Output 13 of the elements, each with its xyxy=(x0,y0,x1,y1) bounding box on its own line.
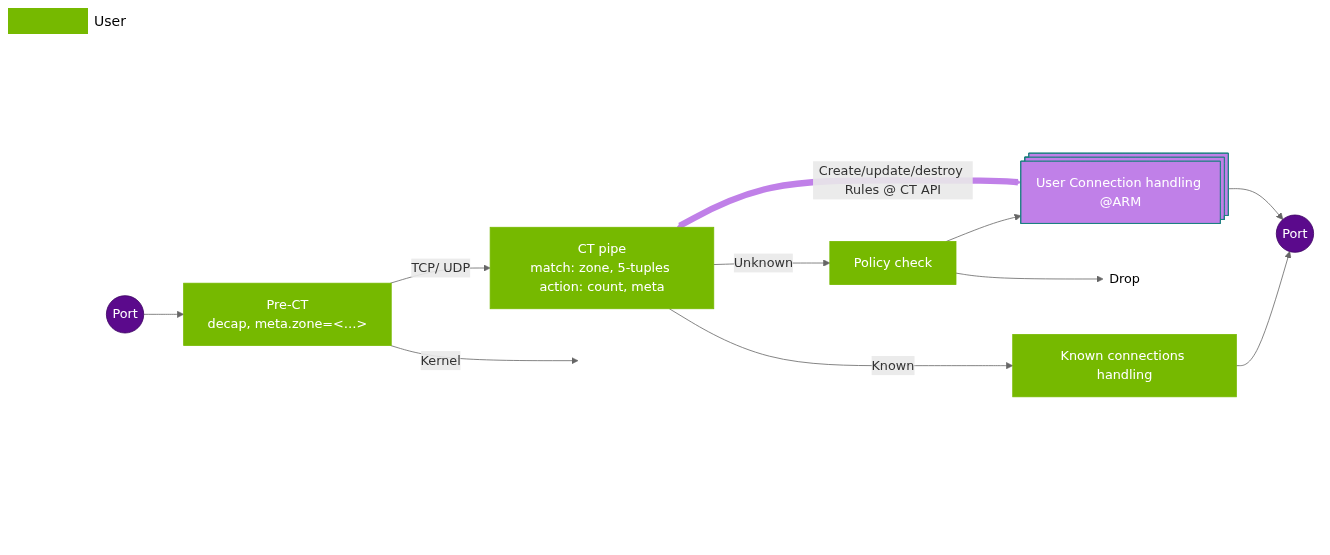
edge-label: TCP/ UDP xyxy=(411,260,471,276)
node-box: CT pipe match: zone, 5-tuples action: count, meta xyxy=(489,226,715,310)
node-circle: Port xyxy=(106,295,145,334)
edge-label: Unknown xyxy=(733,255,794,271)
node-box: Pre-CT decap, meta.zone=<…> xyxy=(183,282,392,346)
node-circle: Port xyxy=(1275,214,1314,253)
legend-text: User xyxy=(94,13,126,29)
node-text: Drop xyxy=(1109,271,1140,287)
node-box: Policy check xyxy=(829,241,957,285)
edge-label: Kernel xyxy=(420,352,461,368)
edge-label: Known xyxy=(871,357,915,373)
node-box: Known connections handling xyxy=(1012,334,1237,398)
edge-label: Create/update/destroy Rules @ CT API xyxy=(818,162,963,198)
